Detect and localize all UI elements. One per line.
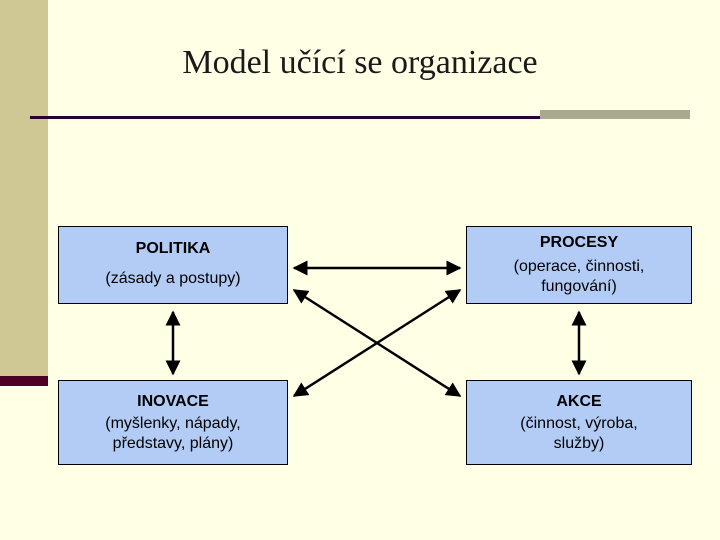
- left-accent-band-lower: [0, 386, 48, 540]
- box-header: PROCESY: [539, 234, 619, 251]
- diagram-box-politika[interactable]: POLITIKA (zásady a postupy): [58, 226, 288, 304]
- diagram-box-inovace[interactable]: INOVACE (myšlenky, nápady, představy, pl…: [58, 380, 288, 465]
- box-line: (činnost, výroba,: [520, 414, 638, 432]
- title-rule-accent: [540, 110, 690, 119]
- box-line: služby): [553, 434, 605, 452]
- box-line: fungování): [541, 278, 617, 295]
- box-line: (operace, činnosti,: [513, 258, 645, 275]
- box-line: (myšlenky, nápady,: [105, 414, 241, 432]
- diagram-box-akce[interactable]: AKCE (činnost, výroba, služby): [466, 380, 692, 465]
- box-line: (zásady a postupy): [105, 270, 241, 287]
- left-accent-band-dark: [0, 376, 48, 386]
- box-header: POLITIKA: [135, 240, 211, 257]
- box-header: AKCE: [556, 392, 602, 410]
- box-line: představy, plány): [112, 434, 234, 452]
- slide-title: Model učící se organizace: [182, 44, 538, 81]
- left-accent-band: [0, 0, 48, 376]
- title-rule: [30, 116, 690, 119]
- diagram-box-procesy[interactable]: PROCESY (operace, činnosti, fungování): [466, 226, 692, 304]
- box-header: INOVACE: [137, 392, 209, 410]
